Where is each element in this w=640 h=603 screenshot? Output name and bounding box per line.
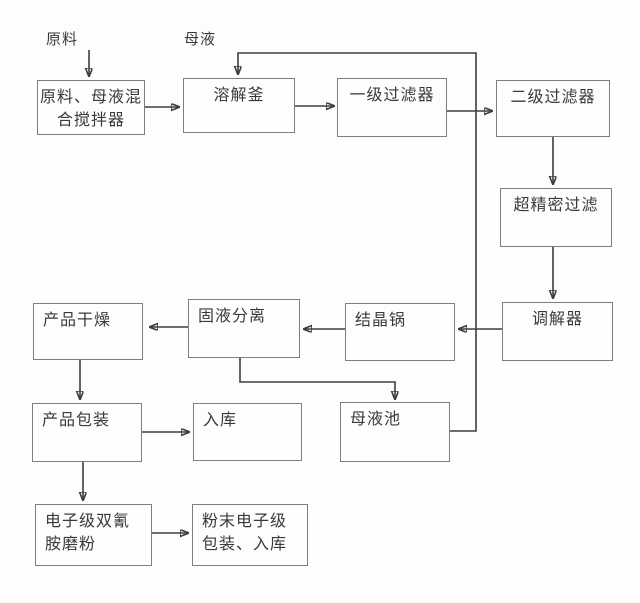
node-dissolver-label: 溶解釜 — [213, 87, 265, 104]
node-regulator: 调解器 — [502, 302, 613, 361]
node-ultrafilter-label: 超精密过滤 — [513, 197, 599, 214]
mother-liquor-label: 母液 — [184, 32, 217, 48]
node-filter1: 一级过滤器 — [337, 78, 447, 137]
node-ultrafilter: 超精密过滤 — [500, 188, 612, 247]
arrow-liquor-pool-recycle — [238, 52, 477, 432]
node-powder-packaging-label: 粉末电子级 包装、入库 — [202, 513, 288, 553]
node-grinder-label: 电子级双氰 胺磨粉 — [45, 513, 131, 553]
node-liquor-pool: 母液池 — [340, 402, 450, 462]
node-dryer: 产品干燥 — [33, 303, 143, 360]
node-packaging-label: 产品包装 — [42, 412, 111, 429]
node-crystallizer-label: 结晶锅 — [355, 312, 407, 329]
node-separator-label: 固液分离 — [198, 308, 267, 325]
node-dryer-label: 产品干燥 — [43, 312, 112, 329]
node-regulator-label: 调解器 — [531, 311, 583, 328]
node-filter2: 二级过滤器 — [496, 80, 610, 137]
node-dissolver: 溶解釜 — [183, 78, 295, 133]
node-warehouse-label: 入库 — [203, 412, 238, 429]
node-mixer-label: 原料、母液混 合搅拌器 — [40, 89, 143, 129]
arrow-separator-to-liquor-pool — [239, 358, 395, 399]
node-mixer: 原料、母液混 合搅拌器 — [37, 80, 145, 135]
node-packaging: 产品包装 — [32, 403, 142, 462]
node-powder-packaging: 粉末电子级 包装、入库 — [192, 504, 308, 566]
node-filter1-label: 一级过滤器 — [349, 87, 435, 104]
node-separator: 固液分离 — [188, 299, 300, 358]
node-filter2-label: 二级过滤器 — [510, 89, 596, 106]
node-grinder: 电子级双氰 胺磨粉 — [35, 504, 152, 566]
node-warehouse: 入库 — [193, 403, 302, 461]
node-liquor-pool-label: 母液池 — [350, 411, 402, 428]
raw-material-label: 原料 — [46, 32, 79, 48]
node-crystallizer: 结晶锅 — [345, 303, 455, 361]
